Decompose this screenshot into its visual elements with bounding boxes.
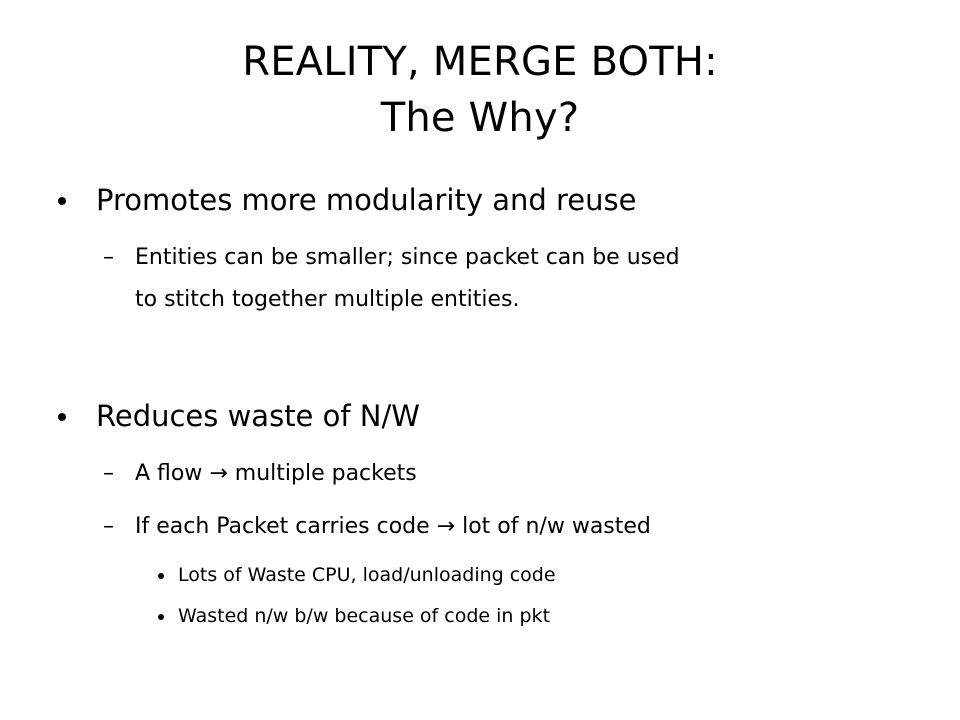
sub-bullet-1-1-line-2: to stitch together multiple entities. [135, 287, 520, 312]
slide-title-line-1: REALITY, MERGE BOTH: [242, 39, 718, 85]
sub-sub-bullet-2-2-2-text: Wasted n/w b/w because of code in pkt [178, 605, 551, 627]
dash-icon: – [103, 514, 114, 539]
sub-bullet-1-1-line-1: Entities can be smaller; since packet ca… [135, 245, 680, 270]
slide-title: REALITY, MERGE BOTH: The Why? [0, 34, 960, 146]
sub-sub-bullet-2-2-1-text: Lots of Waste CPU, load/unloading code [178, 564, 556, 586]
bullet-dot-icon [158, 573, 164, 579]
sub-bullet-2-2-text: If each Packet carries code → lot of n/w… [135, 514, 651, 539]
bullet-dot-icon [158, 614, 164, 620]
slide-title-line-2: The Why? [380, 95, 580, 141]
bullet-2-text: Reduces waste of N/W [96, 399, 420, 433]
bullet-dot-icon [58, 413, 66, 421]
dash-icon: – [103, 461, 114, 486]
bullet-dot-icon [58, 197, 66, 205]
dash-icon: – [103, 245, 114, 270]
bullet-1-text: Promotes more modularity and reuse [96, 183, 637, 217]
sub-bullet-2-1-text: A flow → multiple packets [135, 461, 417, 486]
